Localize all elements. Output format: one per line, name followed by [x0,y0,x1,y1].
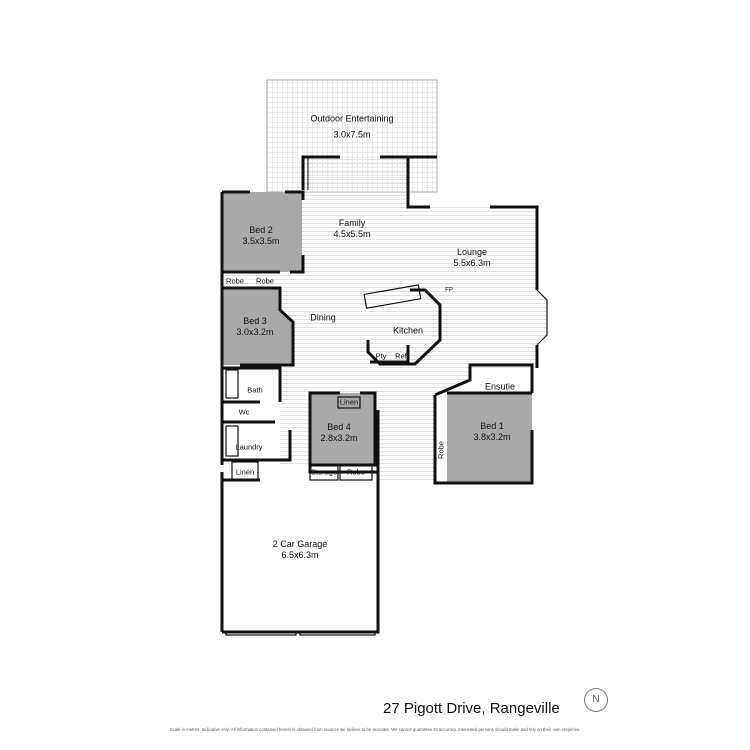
room-size: 5.5x6.3m [453,258,491,268]
room-outdoor-entertaining: Outdoor Entertaining 3.0x7.5m [310,114,393,141]
room-name: Outdoor Entertaining [310,113,394,124]
bed1-fill [447,393,532,483]
room-name: Bed 1 [480,421,504,431]
bed3-fill [222,288,293,365]
room-name: Family [338,218,366,228]
room-size: 4.5x5.5m [333,229,371,239]
property-address: 27 Pigott Drive, Rangeville [383,700,560,717]
north-compass-icon: N [584,688,608,712]
robe-label: Robe [226,276,244,286]
laundry-label: Laundry [235,442,263,452]
fixtures [225,284,548,636]
room-name: Lounge [456,247,488,257]
room-size: 3.5x3.5m [242,236,280,246]
robe-label: Robe [256,276,274,286]
room-kitchen: Kitchen [392,325,424,336]
ensuite-label: Ensutie [484,381,516,392]
disclaimer: Scale in metres. Indicative only. All in… [169,727,581,732]
fridge-label: Ref [395,351,407,361]
room-dining: Dining [310,312,336,323]
bath-label: Bath [247,385,263,395]
living-floor [222,157,547,483]
storage-label: Storage [310,467,338,477]
robe-label: Robe [347,467,365,477]
room-name: Bed 2 [249,225,273,235]
robe-label: Robe [436,441,446,459]
room-name: Bed 3 [243,316,267,326]
bed2-fill [222,192,302,272]
bed4-fill [310,393,375,465]
room-size: 3.0x7.5m [333,129,371,140]
room-size: 3.8x3.2m [473,432,511,442]
room-size: 3.0x3.2m [236,327,274,337]
wc-label: Wc [238,407,250,417]
room-name: Bed 4 [327,422,351,432]
fireplace-label: FP [445,287,453,294]
linen-label: Linen [235,467,255,477]
room-size: 2.8x3.2m [320,433,358,443]
room-name: 2 Car Garage [272,539,328,549]
pantry-label: Pty [375,351,387,361]
room-size: 6.5x6.3m [281,550,319,560]
linen-label: Linen [339,397,359,407]
